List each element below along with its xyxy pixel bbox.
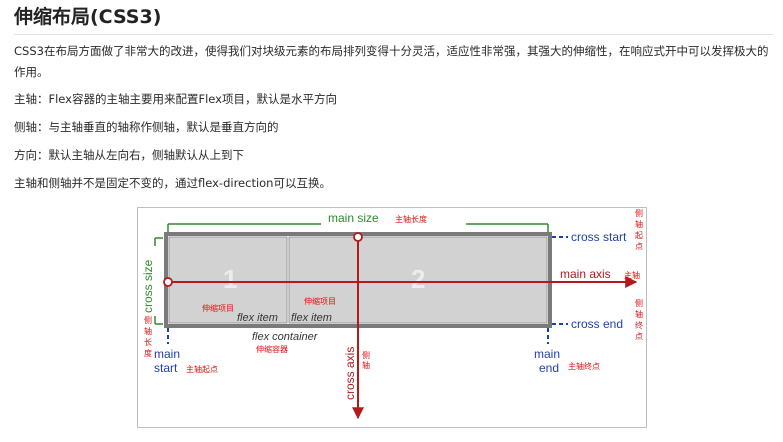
direction-paragraph: 方向：默认主轴从左向右，侧轴默认从上到下	[14, 148, 244, 162]
main-end-label-line1: main	[534, 347, 560, 361]
main-size-label: main size	[328, 211, 379, 225]
main-axis-paragraph: 主轴：Flex容器的主轴主要用来配置Flex项目，默认是水平方向	[14, 92, 337, 106]
svg-text:侧: 侧	[635, 208, 643, 218]
svg-text:轴: 轴	[362, 360, 370, 370]
cross-size-label: cross size	[141, 259, 155, 313]
svg-text:侧: 侧	[362, 350, 370, 360]
flex-container-label: flex container	[252, 331, 319, 343]
svg-text:度: 度	[144, 348, 152, 358]
cross-end-label: cross end	[571, 317, 623, 331]
cross-axis-origin	[353, 232, 363, 242]
cross-axis-label: cross axis	[343, 347, 357, 400]
flex-item-2	[288, 236, 548, 324]
flex-item-1-label: flex item	[237, 312, 278, 324]
main-axis-label: main axis	[560, 267, 611, 281]
main-end-cn-label: 主轴终点	[568, 361, 600, 371]
svg-text:终: 终	[635, 320, 643, 330]
flex-item-2-cn-label: 伸缩项目	[304, 296, 336, 306]
svg-text:轴: 轴	[635, 219, 643, 229]
flex-item-1	[168, 236, 288, 324]
main-start-cn-label: 主轴起点	[186, 364, 218, 374]
cross-axis-cn-annotation: 侧 轴	[362, 350, 370, 370]
flex-diagram-svg: main size 主轴长度 cross size 侧 轴 长 度 1	[141, 208, 643, 420]
svg-text:侧: 侧	[144, 315, 152, 325]
flex-diagram: main size 主轴长度 cross size 侧 轴 长 度 1	[137, 207, 647, 428]
cross-axis-paragraph: 侧轴：与主轴垂直的轴称作侧轴，默认是垂直方向的	[14, 120, 279, 134]
title-divider	[14, 34, 773, 35]
cross-start-cn-annotation: 侧 轴 起 点	[635, 208, 643, 251]
item-2-number: 2	[411, 264, 425, 294]
flex-container-cn-label: 伸缩容器	[256, 344, 288, 354]
item-1-number: 1	[223, 264, 237, 294]
main-axis-cn-label: 主轴	[624, 270, 640, 280]
intro-paragraph: CSS3在布局方面做了非常大的改进，使得我们对块级元素的布局排列变得十分灵活，适…	[14, 44, 769, 79]
swap-paragraph: 主轴和侧轴并不是固定不变的，通过flex-direction可以互换。	[14, 176, 331, 190]
svg-text:轴: 轴	[635, 309, 643, 319]
flex-item-2-label: flex item	[291, 312, 332, 324]
svg-text:侧: 侧	[635, 298, 643, 308]
main-start-label-line2: start	[154, 361, 178, 375]
main-start-label-line1: main	[154, 347, 180, 361]
page-title: 伸缩布局(CSS3)	[14, 6, 162, 28]
svg-text:轴: 轴	[144, 326, 152, 336]
svg-text:点: 点	[635, 332, 643, 341]
svg-text:起: 起	[635, 231, 643, 240]
svg-text:长: 长	[144, 337, 152, 347]
cross-start-label: cross start	[571, 230, 627, 244]
flex-item-1-cn-label: 伸缩项目	[202, 303, 234, 313]
cross-size-cn-annotation: 侧 轴 长 度	[144, 315, 152, 358]
main-size-cn-label: 主轴长度	[395, 214, 427, 224]
cross-end-cn-annotation: 侧 轴 终 点	[635, 298, 643, 341]
cross-size-bracket	[154, 237, 163, 325]
main-end-label-line2: end	[539, 361, 559, 375]
main-axis-origin	[163, 277, 173, 287]
svg-text:点: 点	[635, 242, 643, 251]
